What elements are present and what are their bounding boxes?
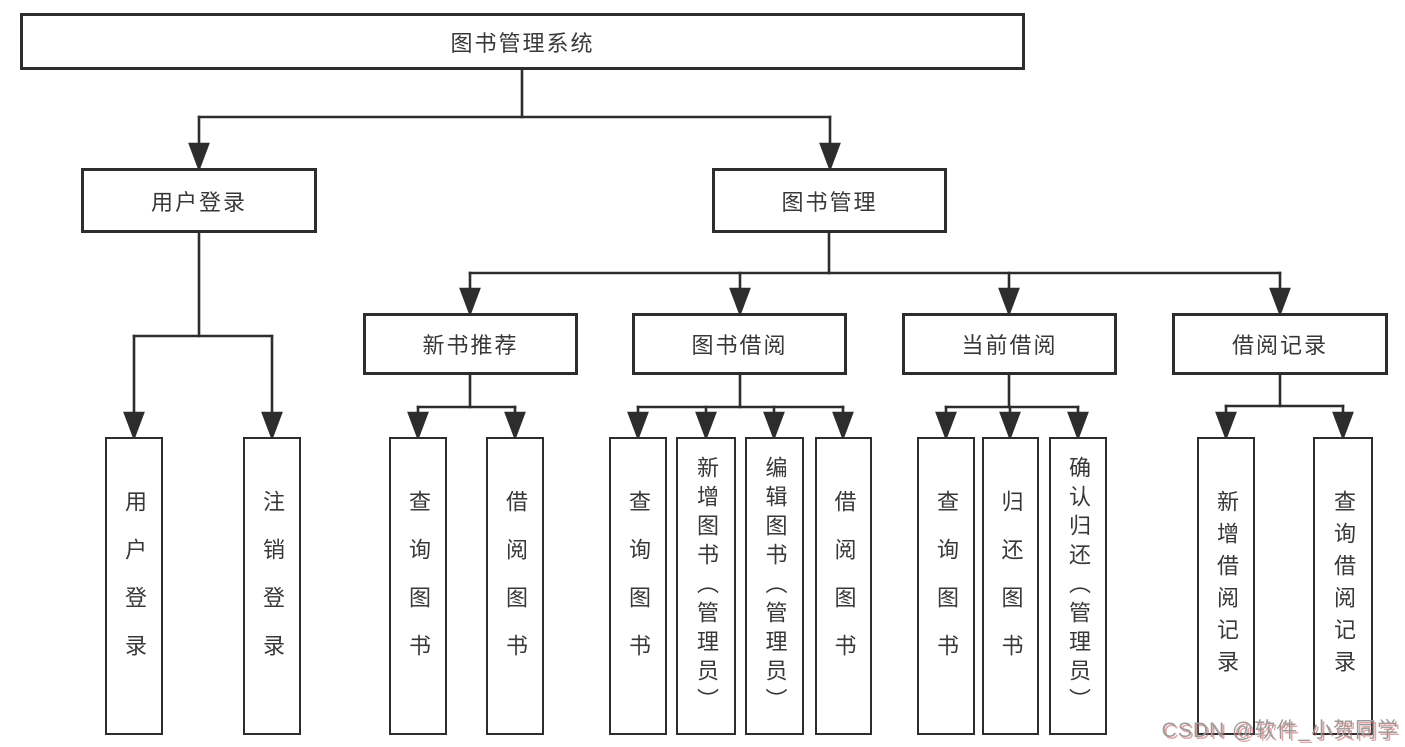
arrow-down-icon [695,411,717,441]
csdn-watermark: CSDN @软件_小贺同学 [1161,719,1399,742]
arrow-down-icon [459,287,481,317]
arrow-down-icon [123,411,145,441]
leaf-query-borrow-record: 查询借阅记录 [1313,437,1373,735]
arrow-down-icon [763,411,785,441]
arrow-down-icon [1215,411,1237,441]
leaf-return-books: 归还图书 [982,437,1039,735]
arrow-down-icon [998,287,1020,317]
arrow-down-icon [261,411,283,441]
node-book-management: 图书管理 [712,168,947,233]
node-library-management-system: 图书管理系统 [20,13,1025,70]
node-borrowing-records: 借阅记录 [1172,313,1388,375]
leaf-user-login: 用户登录 [105,437,163,735]
leaf-query-books-current: 查询图书 [917,437,975,735]
arrow-down-icon [819,142,841,172]
arrow-down-icon [627,411,649,441]
leaf-query-books-recommend: 查询图书 [389,437,447,735]
arrow-down-icon [1332,411,1354,441]
arrow-down-icon [832,411,854,441]
leaf-borrow-books: 借阅图书 [815,437,872,735]
arrow-down-icon [729,287,751,317]
leaf-add-books-admin: 新增图书（管理员） [676,437,736,735]
node-book-borrowing: 图书借阅 [632,313,847,375]
leaf-borrow-books-recommend: 借阅图书 [486,437,544,735]
arrow-down-icon [504,411,526,441]
node-user-login: 用户登录 [81,168,317,233]
arrow-down-icon [1067,411,1089,441]
leaf-add-borrow-record: 新增借阅记录 [1197,437,1255,735]
leaf-confirm-return-admin: 确认归还（管理员） [1049,437,1107,735]
node-new-book-recommend: 新书推荐 [363,313,578,375]
arrow-down-icon [407,411,429,441]
arrow-down-icon [1269,287,1291,317]
leaf-edit-books-admin: 编辑图书（管理员） [745,437,804,735]
node-current-borrowing: 当前借阅 [902,313,1117,375]
arrow-down-icon [935,411,957,441]
leaf-query-books-borrow: 查询图书 [609,437,667,735]
arrow-down-icon [188,142,210,172]
leaf-logout: 注销登录 [243,437,301,735]
arrow-down-icon [999,411,1021,441]
